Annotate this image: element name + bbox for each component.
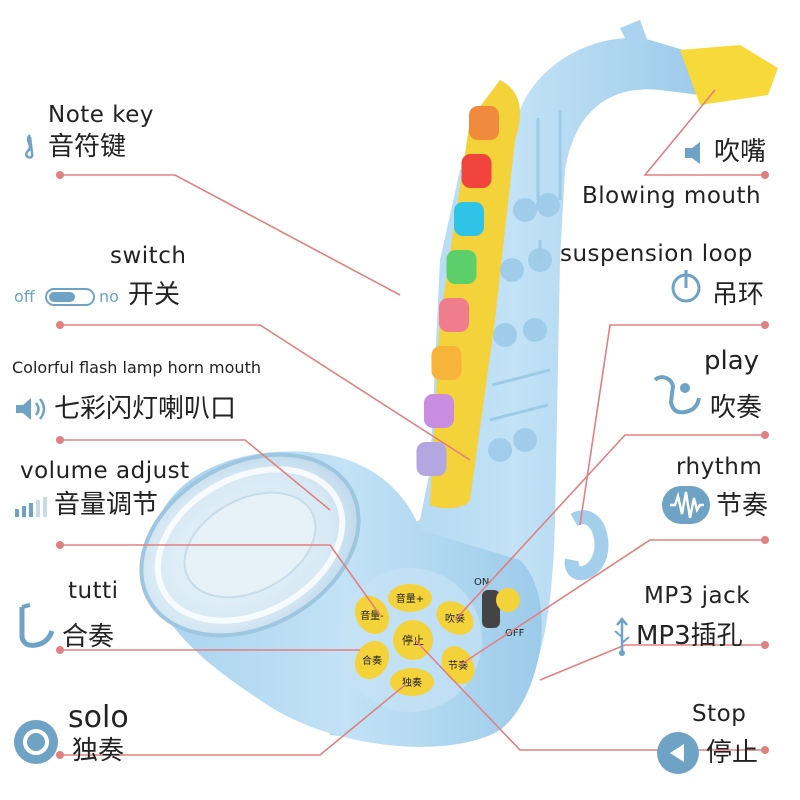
mp3-label-en: MP3 jack — [644, 583, 751, 609]
play-label-en: play — [704, 346, 760, 376]
solo-label-cn: 独奏 — [72, 736, 125, 766]
speaker-icon — [16, 398, 46, 420]
panel-button-volume-label: 音量+ — [396, 592, 424, 605]
note-key-6[interactable] — [431, 346, 462, 380]
volume-label-en: volume adjust — [20, 458, 190, 484]
panel-button-tutti[interactable]: 合奏 — [348, 635, 396, 686]
stop-label-en: Stop — [692, 701, 747, 727]
suspension-loop — [564, 510, 609, 581]
note-key-4[interactable] — [446, 250, 477, 284]
toggle-icon — [45, 288, 95, 306]
solo-label-en: solo — [68, 700, 129, 735]
note-key-3[interactable] — [454, 202, 484, 236]
panel-button-volume[interactable]: 音量+ — [388, 584, 432, 612]
blowing-label-en: Blowing mouth — [582, 183, 762, 209]
hanging-loop-icon — [671, 270, 701, 303]
panel-button-blow-label: 吹奏 — [445, 612, 465, 625]
saxophone-icon — [653, 375, 701, 415]
control-panel: 音量+ 吹奏 节奏 独奏 合奏 音量- — [338, 568, 482, 712]
leader-lines — [60, 89, 765, 756]
volume-label-cn: 音量调节 — [54, 490, 159, 520]
switch-off-text: off — [14, 287, 35, 306]
stop-play-icon — [657, 732, 699, 774]
mp3-label-cn: MP3插孔 — [636, 621, 743, 651]
switch-on-text: no — [99, 287, 119, 306]
leader-dots — [56, 171, 769, 759]
rhythm-label-en: rhythm — [676, 454, 763, 480]
blowing-mouthpiece — [680, 45, 778, 105]
play-label-cn: 吹奏 — [710, 393, 763, 423]
switch-on-mark: ON — [474, 577, 489, 588]
panel-button-tutti-label: 合奏 — [362, 654, 382, 667]
flash-label-en: Colorful flash lamp horn mouth — [12, 358, 261, 377]
note-key-label-en: Note key — [48, 102, 155, 128]
panel-button-volume-minus-label: 音量- — [360, 609, 384, 622]
note-key-8[interactable] — [416, 442, 447, 476]
blowing-label-cn: 吹嘴 — [714, 137, 767, 167]
stop-label-cn: 停止 — [706, 738, 759, 768]
flash-label-cn: 七彩闪灯喇叭口 — [54, 394, 237, 424]
usb-icon — [614, 617, 630, 656]
speaker-icon — [685, 142, 700, 164]
note-keys — [416, 106, 499, 476]
panel-button-stop[interactable]: 停止 — [393, 620, 433, 660]
waveform-icon — [662, 486, 710, 524]
treble-clef-icon — [25, 134, 34, 159]
rhythm-label-cn: 节奏 — [716, 491, 769, 521]
tutti-label-cn: 合奏 — [62, 622, 115, 652]
saxophone-icon — [19, 603, 55, 648]
switch-off-mark: OFF — [505, 628, 525, 639]
disc-icon — [14, 720, 58, 764]
note-key-label-cn: 音符键 — [48, 132, 127, 162]
note-key-1[interactable] — [469, 106, 499, 140]
suspension-label-cn: 吊环 — [712, 280, 765, 310]
note-key-7[interactable] — [424, 394, 454, 428]
note-key-5[interactable] — [439, 298, 469, 332]
suspension-label-en: suspension loop — [560, 241, 753, 267]
volume-bars-icon — [15, 497, 47, 517]
panel-button-solo-label: 独奏 — [402, 676, 422, 689]
switch-label-en: switch — [110, 243, 187, 269]
note-key-2[interactable] — [461, 154, 492, 188]
tutti-label-en: tutti — [68, 578, 119, 604]
switch-label-cn: 开关 — [128, 280, 181, 310]
